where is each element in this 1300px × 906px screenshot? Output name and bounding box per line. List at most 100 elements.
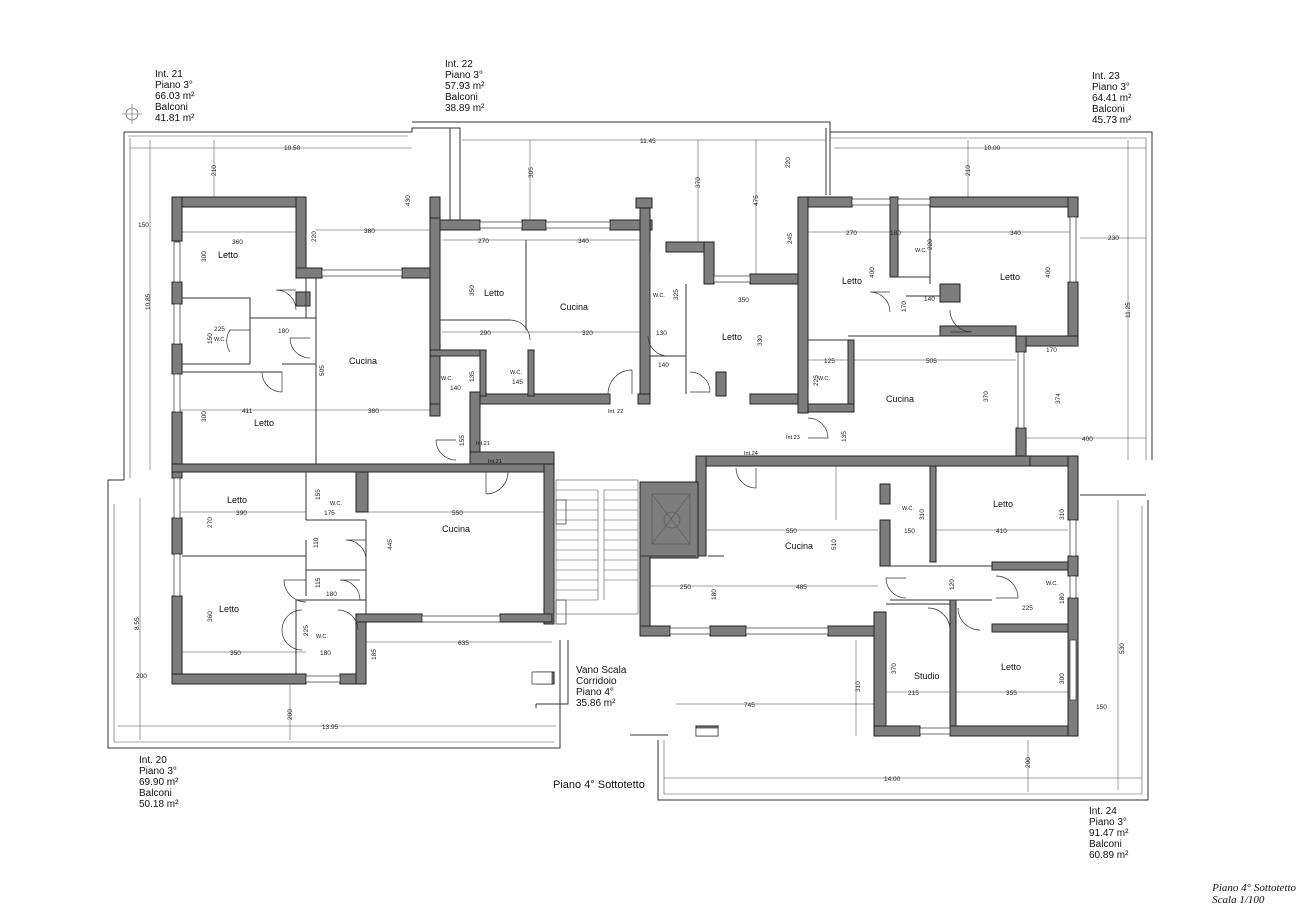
room-studio: Studio — [914, 671, 940, 681]
room-cucina: Cucina — [560, 302, 588, 312]
dimension-label: 135 — [841, 431, 848, 442]
dimension-label: 170 — [901, 301, 908, 312]
dimension-label: 300 — [201, 251, 208, 262]
dimension-label: 505 — [926, 358, 937, 365]
dimension-label: 180 — [890, 230, 901, 237]
dimension-label: 180 — [1059, 593, 1066, 604]
dimension-label: 370 — [891, 663, 898, 674]
dimension-label: 220 — [785, 157, 792, 168]
unit-tag: Int. 22 — [608, 409, 623, 415]
dimension-label: 445 — [387, 539, 394, 550]
dimension-label: 310 — [1059, 509, 1066, 520]
dimension-label: 430 — [405, 195, 412, 206]
room-letto: Letto — [842, 276, 862, 286]
dimension-label: 150 — [138, 222, 149, 229]
dimension-label: 220 — [311, 231, 318, 242]
room-letto: Letto — [484, 288, 504, 298]
dimension-label: 180 — [278, 328, 289, 335]
dimension-label: 135 — [469, 371, 476, 382]
title-block-scale: Scala 1/100 — [1212, 894, 1265, 906]
dimension-label: 11.25 — [1125, 302, 1132, 318]
room-cucina: Cucina — [785, 541, 813, 551]
dimension-label: 330 — [757, 335, 764, 346]
dimension-label: 350 — [230, 650, 241, 657]
dimension-lines — [118, 139, 1146, 792]
dimension-label: 120 — [949, 579, 956, 590]
dimension-label: 150 — [207, 333, 214, 344]
room-cucina: Cucina — [442, 524, 470, 534]
doors — [226, 289, 1019, 651]
dimension-label: 550 — [786, 528, 797, 535]
dimension-label: 230 — [1108, 235, 1119, 242]
dimension-label: 140 — [450, 385, 461, 392]
unit-tag: Int.21 — [476, 441, 490, 447]
dimension-label: 150 — [1096, 704, 1107, 711]
room-letto: Letto — [1001, 662, 1021, 672]
dimension-label: 13.95 — [322, 724, 339, 731]
dimension-label: 360 — [232, 239, 243, 246]
room-letto: Letto — [1000, 272, 1020, 282]
dimension-label: 390 — [236, 510, 247, 517]
dimension-label: 225 — [1022, 605, 1033, 612]
box-marker — [695, 727, 719, 737]
dimension-label: 180 — [320, 650, 331, 657]
dimension-label: 155 — [315, 489, 322, 500]
dimension-label: 635 — [458, 640, 469, 647]
dimension-label: 745 — [744, 702, 755, 709]
dimension-label: 125 — [824, 358, 835, 365]
room-wc: W.C. — [330, 501, 342, 507]
room-cucina: Cucina — [886, 394, 914, 404]
dimension-label: 155 — [459, 435, 466, 446]
stair-info: Vano Scala Corridoio Piano 4° 35.86 m² — [576, 665, 627, 709]
balcony-outlines — [107, 121, 1153, 801]
dimension-label: 340 — [578, 238, 589, 245]
dimension-label: 270 — [207, 517, 214, 528]
dimension-label: 175 — [324, 510, 335, 517]
dimension-label: 185 — [371, 649, 378, 660]
dimension-label: 505 — [319, 365, 326, 376]
dimension-label: 360 — [207, 611, 214, 622]
room-letto: Letto — [722, 332, 742, 342]
unit-info-int23: Int. 23 Piano 3° 64.41 m² Balconi 45.73 … — [1092, 71, 1132, 126]
dimension-label: 210 — [211, 165, 218, 176]
dimension-label: 290 — [480, 330, 491, 337]
dimension-label: 170 — [1046, 347, 1057, 354]
dimension-label: 225 — [813, 375, 820, 386]
dimension-label: 350 — [738, 297, 749, 304]
dimension-label: 140 — [658, 362, 669, 369]
dimension-labels: 10.50 11.45 10.00 13.95 14.00 380 360 27… — [134, 138, 1132, 783]
dimension-label: 14.00 — [884, 776, 901, 783]
room-wc: W.C. — [915, 248, 927, 254]
dimension-label: 305 — [528, 167, 535, 178]
dimension-label: 380 — [364, 228, 375, 235]
dimension-label: 374 — [1055, 393, 1062, 404]
dimension-label: 300 — [201, 411, 208, 422]
room-wc: W.C. — [1046, 581, 1058, 587]
dimension-label: 225 — [303, 625, 310, 636]
dimension-label: 200 — [1025, 757, 1032, 768]
dimension-label: 140 — [924, 296, 935, 303]
unit-info-int20: Int. 20 Piano 3° 69.90 m² Balconi 50.18 … — [139, 755, 179, 810]
dimension-label: 340 — [1010, 230, 1021, 237]
dimension-label: 485 — [796, 584, 807, 591]
dimension-label: 475 — [753, 195, 760, 206]
dimension-label: 310 — [855, 681, 862, 692]
compass-icon — [122, 104, 142, 124]
walls — [171, 196, 1079, 737]
dimension-label: 10.50 — [284, 145, 301, 152]
dimension-label: 530 — [1119, 643, 1126, 654]
dimension-label: 380 — [368, 408, 379, 415]
dimension-label: 310 — [919, 509, 926, 520]
room-wc: W.C. — [316, 634, 328, 640]
dimension-label: 300 — [1059, 673, 1066, 684]
dimension-label: 400 — [1082, 436, 1093, 443]
dimension-label: 110 — [313, 537, 320, 548]
unit-info-int21: Int. 21 Piano 3° 66.03 m² Balconi 41.81 … — [155, 69, 195, 124]
unit-tag: Int.21 — [488, 459, 502, 465]
dimension-label: 400 — [1045, 267, 1052, 278]
room-letto: Letto — [218, 250, 238, 260]
unit-tag: Int.24 — [744, 451, 758, 457]
dimension-label: 350 — [469, 285, 476, 296]
dimension-label: 320 — [582, 330, 593, 337]
title-block-name: Piano 4° Sottotetto — [1212, 882, 1296, 894]
